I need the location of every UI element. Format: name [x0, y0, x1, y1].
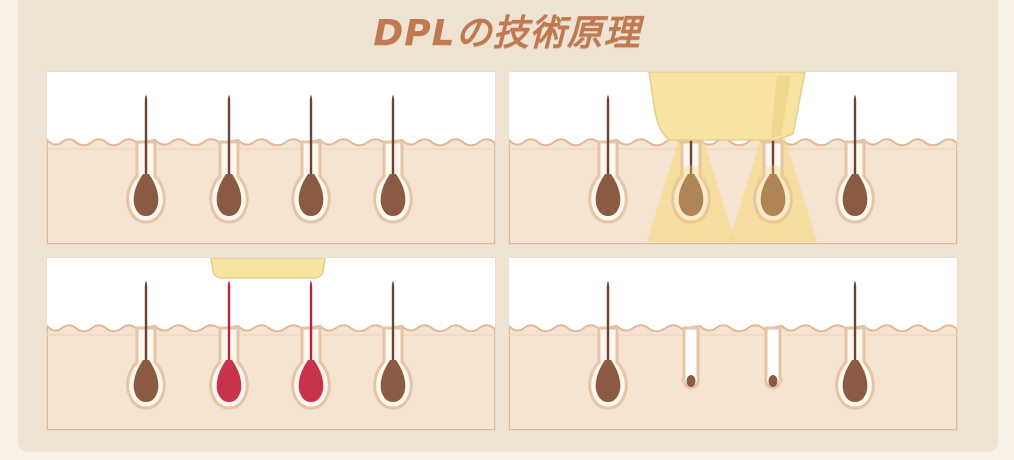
hair-shaft: [309, 281, 313, 366]
follicle-1: [588, 95, 628, 224]
hair-shaft: [309, 95, 313, 180]
follicle-2: [209, 95, 249, 224]
ipl-device-head: [648, 72, 806, 141]
hair-bulb: [380, 360, 406, 402]
panel-heat-absorbed: [47, 258, 495, 430]
follicle-1: [126, 281, 166, 410]
hair-bulb: [298, 360, 324, 402]
follicle-1: [126, 95, 166, 224]
hair-bulb: [216, 360, 242, 402]
hair-shaft: [144, 95, 148, 180]
skin-layer: [47, 324, 495, 430]
follicle-3: [753, 95, 793, 224]
diagram-title: DPLの技術原理: [373, 13, 641, 54]
skin-diagram: [47, 258, 495, 430]
follicle-4: [835, 281, 875, 410]
follicle-bulb-small: [768, 375, 778, 387]
hair-bulb: [133, 360, 159, 402]
hair-shaft: [391, 281, 395, 366]
follicle-2: [209, 281, 249, 410]
hair-shaft: [227, 281, 231, 366]
skin-diagram: [47, 95, 495, 244]
hair-shaft: [144, 281, 148, 366]
follicle-bulb-small: [686, 375, 696, 387]
hair-shaft: [391, 95, 395, 180]
panel-before: [47, 72, 495, 244]
hair-shaft: [853, 95, 857, 180]
follicle-3: [291, 281, 331, 410]
follicle-glow-1: [673, 165, 709, 225]
skin-layer: [47, 138, 495, 244]
hair-bulb: [842, 174, 868, 216]
hair-bulb: [760, 174, 786, 216]
skin-diagram: [509, 72, 957, 244]
hair-bulb: [380, 174, 406, 216]
panel-light-applied: [509, 72, 957, 244]
follicle-1: [588, 281, 628, 410]
hair-bulb: [216, 174, 242, 216]
follicle-channel: [764, 326, 782, 390]
ipl-device-head: [210, 258, 326, 279]
hair-shaft: [227, 95, 231, 180]
hair-bulb: [678, 174, 704, 216]
hair-bulb: [595, 360, 621, 402]
follicle-glow-2: [755, 165, 791, 225]
hair-bulb: [842, 360, 868, 402]
follicle-3: [291, 95, 331, 224]
follicle-4: [835, 95, 875, 224]
follicle-3: [764, 326, 782, 390]
panel-follicles-reduced: [509, 258, 957, 430]
follicle-4: [373, 281, 413, 410]
hair-bulb: [298, 174, 324, 216]
hair-shaft: [606, 95, 610, 180]
follicle-2: [682, 326, 700, 390]
skin-layer: [509, 138, 957, 244]
hair-bulb: [595, 174, 621, 216]
hair-shaft: [606, 281, 610, 366]
hair-bulb: [133, 174, 159, 216]
skin-layer: [509, 324, 957, 430]
follicle-4: [373, 95, 413, 224]
skin-diagram: [509, 281, 957, 430]
follicle-channel: [682, 326, 700, 390]
hair-shaft: [853, 281, 857, 366]
device-edge-shade: [771, 76, 791, 138]
